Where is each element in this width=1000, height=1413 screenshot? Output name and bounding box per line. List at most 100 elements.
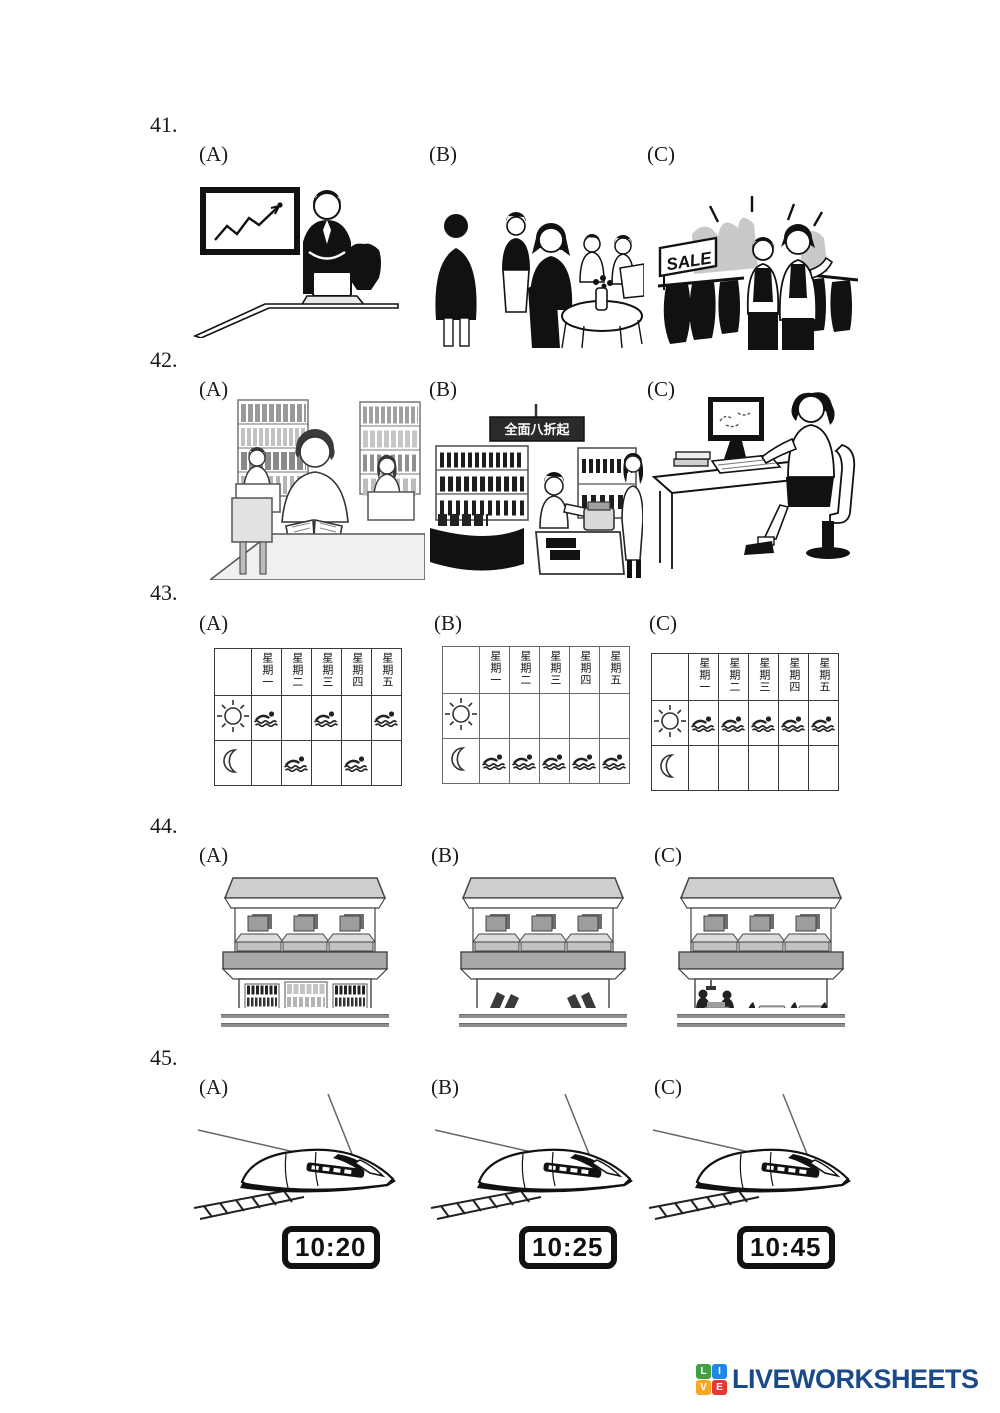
roof (679, 877, 843, 899)
swimmer-icon (283, 755, 309, 772)
schedule-table-43b[interactable]: 星期一 星期二 星期三 星期四 星期五 (442, 646, 630, 784)
day-header: 星期一 (697, 657, 710, 694)
clothes-rack-left (657, 276, 745, 288)
logo-tile-e: E (712, 1380, 727, 1395)
swimmer-icon (373, 710, 399, 727)
swimmer-icon (720, 715, 746, 732)
swimmer-icon (780, 715, 806, 732)
swimmer-icon (511, 753, 537, 770)
option-image-42c[interactable] (646, 381, 868, 571)
day-header: 星期四 (350, 652, 363, 689)
option-label-42a: (A) (199, 377, 229, 401)
computer-station (518, 914, 568, 952)
option-image-45a[interactable] (190, 1092, 405, 1227)
option-label-45a: (A) (199, 1075, 229, 1099)
option-image-41a[interactable] (193, 168, 400, 338)
option-image-45b[interactable] (427, 1092, 642, 1227)
computer-station (736, 914, 786, 952)
swimmer-icon (690, 715, 716, 732)
restaurant-tables (748, 1002, 828, 1008)
option-image-44b[interactable] (457, 876, 629, 1008)
option-image-45c[interactable] (645, 1092, 860, 1227)
question-number-42: 42. (150, 347, 178, 372)
liveworksheets-logo[interactable]: L I V E LIVEWORKSHEETS (696, 1364, 979, 1395)
option-label-45c: (C) (654, 1075, 682, 1099)
day-header: 星期五 (608, 650, 621, 687)
day-header: 星期三 (757, 657, 770, 694)
train-track (193, 1187, 305, 1220)
day-header: 星期二 (518, 650, 531, 687)
discount-sign (489, 416, 585, 442)
gym-equipment (490, 992, 596, 1008)
question-number-41: 41. (150, 112, 178, 137)
day-header: 星期五 (380, 652, 393, 689)
person-shorts (786, 477, 834, 507)
computer-station (280, 914, 330, 952)
chair-back (829, 443, 856, 524)
brand-text: LIVEWORKSHEETS (732, 1364, 979, 1394)
speed-line (782, 1093, 808, 1155)
option-image-41b[interactable] (424, 200, 644, 348)
windshield (353, 1159, 386, 1178)
moon-icon (223, 748, 238, 773)
option-image-44c[interactable] (675, 876, 847, 1008)
question-number-45: 45. (150, 1045, 178, 1070)
logo-tile-l: L (696, 1364, 711, 1379)
option-label-44b: (B) (431, 843, 459, 867)
swimmer-icon (601, 753, 627, 770)
logo-tile-i: I (712, 1364, 727, 1379)
roof (461, 877, 625, 899)
speed-line (564, 1093, 590, 1155)
option-label-41b: (B) (429, 142, 457, 166)
train-track (430, 1187, 542, 1220)
road-lines (459, 1014, 627, 1028)
option-label-41c: (C) (647, 142, 675, 166)
customer (621, 485, 643, 561)
computer-station (564, 914, 614, 952)
bookstore-shelves (244, 981, 368, 1008)
sun-icon (654, 704, 686, 737)
sale-sign (658, 236, 718, 278)
day-header: 星期三 (320, 652, 333, 689)
option-image-44a[interactable] (219, 876, 391, 1008)
swimmer-icon (541, 753, 567, 770)
moon-icon (451, 746, 466, 771)
computer-station (472, 914, 522, 952)
departure-time: 10:45 (750, 1232, 822, 1262)
option-label-43c: (C) (649, 611, 677, 635)
option-image-41c[interactable]: SALE (652, 190, 858, 350)
logo-tile-v: V (696, 1380, 711, 1395)
day-header: 星期二 (290, 652, 303, 689)
sun-icon (217, 699, 249, 732)
swimmer-icon (313, 710, 339, 727)
book-on-desk (673, 451, 711, 467)
option-image-42a[interactable] (210, 394, 425, 580)
sun-icon (445, 697, 477, 730)
option-label-44a: (A) (199, 843, 229, 867)
bookstore-sign-text: 全面八折起 (503, 422, 570, 437)
floor-band (678, 951, 844, 970)
schedule-table-43c[interactable]: 星期一 星期二 星期三 星期四 星期五 (651, 653, 839, 791)
option-label-42b: (B) (429, 377, 457, 401)
option-label-41a: (A) (199, 142, 229, 166)
clock-display-45b: 10:25 (519, 1226, 617, 1269)
option-label-43a: (A) (199, 611, 229, 635)
swimmer-icon (810, 715, 836, 732)
day-header: 星期二 (727, 657, 740, 694)
windshield (808, 1159, 841, 1178)
shoe (744, 541, 774, 555)
road-lines (677, 1014, 845, 1028)
departure-time: 10:25 (532, 1232, 604, 1262)
day-header: 星期一 (260, 652, 273, 689)
question-number-43: 43. (150, 580, 178, 605)
option-label-44c: (C) (654, 843, 682, 867)
wall-chart-frame (200, 187, 300, 255)
day-header: 星期三 (548, 650, 561, 687)
road-lines (221, 1014, 389, 1028)
computer-station (326, 914, 376, 952)
schedule-table-43a[interactable]: 星期一 星期二 星期三 星期四 星期五 (214, 648, 402, 786)
swimmer-icon (750, 715, 776, 732)
option-label-45b: (B) (431, 1075, 459, 1099)
option-image-42b[interactable]: 全面八折起 (428, 404, 643, 580)
